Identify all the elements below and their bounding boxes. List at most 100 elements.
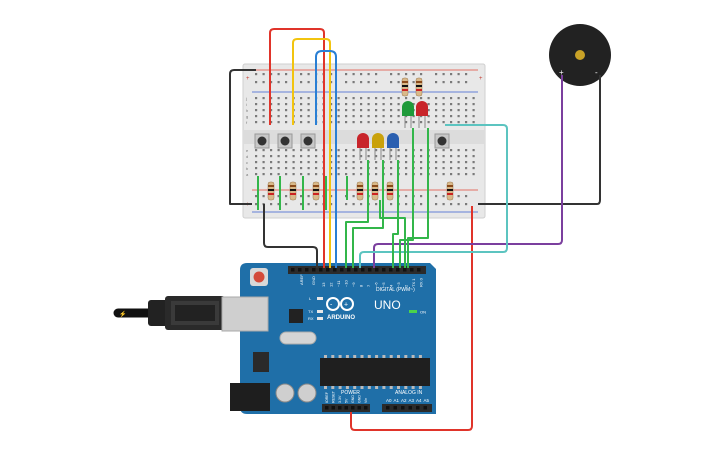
breadboard-hole (330, 195, 333, 198)
breadboard-hole (457, 109, 460, 112)
on-led: ON (409, 310, 426, 315)
breadboard-hole (465, 115, 468, 118)
breadboard-hole (465, 121, 468, 124)
breadboard-hole (315, 155, 318, 158)
analog-pin-label: A5 (424, 398, 430, 403)
breadboard-hole (390, 149, 393, 152)
breadboard-hole (435, 149, 438, 152)
atmega-chip-pins (324, 355, 422, 389)
breadboard-hole (285, 203, 288, 206)
breadboard-hole (270, 149, 273, 152)
breadboard-hole (435, 161, 438, 164)
reset-button[interactable] (253, 271, 265, 283)
resistor-8 (401, 77, 409, 97)
breadboard-hole (375, 167, 378, 170)
breadboard-hole (390, 203, 393, 206)
header-hole (416, 406, 420, 410)
header-hole (375, 268, 379, 272)
breadboard-hole (270, 203, 273, 206)
header-hole (403, 268, 407, 272)
breadboard-row-letter: i (246, 102, 247, 107)
chip-pin (331, 386, 335, 389)
breadboard-hole (307, 173, 310, 176)
breadboard-hole (450, 115, 453, 118)
wire-black-gnd-arduino (263, 204, 318, 268)
chip-pin (397, 355, 400, 358)
breadboard-hole (412, 115, 415, 118)
power-pin-label: GND (351, 395, 355, 403)
breadboard-hole (277, 97, 280, 100)
breadboard-hole (397, 97, 400, 100)
breadboard-hole (465, 203, 468, 206)
breadboard-hole (337, 167, 340, 170)
header-hole (338, 406, 342, 410)
led-red-2 (416, 101, 428, 128)
breadboard-hole (285, 173, 288, 176)
digital-pin-label: 8 (359, 284, 364, 287)
breadboard-hole (352, 149, 355, 152)
breadboard-hole (285, 81, 288, 84)
header-hole (351, 406, 355, 410)
breadboard-hole (315, 167, 318, 170)
breadboard-hole (360, 73, 363, 76)
breadboard-hole (345, 109, 348, 112)
breadboard-hole (472, 109, 475, 112)
breadboard-hole (255, 73, 258, 76)
chip-pin (375, 355, 379, 358)
header-hole (396, 268, 400, 272)
breadboard-hole (352, 173, 355, 176)
breadboard-hole (360, 149, 363, 152)
chip-pin (382, 386, 386, 389)
buzzer-center (575, 50, 585, 60)
usb-chip (289, 309, 303, 323)
breadboard-hole (352, 103, 355, 106)
chip-pin (411, 386, 415, 389)
breadboard-hole (367, 155, 370, 158)
breadboard-hole (397, 115, 400, 118)
breadboard-hole (412, 81, 415, 84)
breadboard-hole (337, 115, 340, 118)
wire-green-resistor-link (379, 200, 406, 268)
header-hole (410, 268, 414, 272)
breadboard-hole (255, 121, 258, 124)
breadboard-hole (375, 97, 378, 100)
header-hole (319, 268, 323, 272)
header-hole (326, 268, 330, 272)
breadboard-hole (367, 103, 370, 106)
resistor-7 (446, 181, 454, 201)
breadboard-hole (270, 103, 273, 106)
breadboard-hole (457, 161, 460, 164)
chip-pin (389, 386, 393, 389)
breadboard-hole (442, 103, 445, 106)
breadboard-hole (427, 97, 430, 100)
breadboard-hole (405, 149, 408, 152)
breadboard-hole (427, 109, 430, 112)
breadboard-hole (435, 195, 438, 198)
breadboard-hole (300, 155, 303, 158)
breadboard-hole (270, 161, 273, 164)
wire-blue-pin10 (315, 50, 337, 268)
digital-pin-label: ~9 (351, 282, 356, 287)
breadboard-hole (255, 161, 258, 164)
breadboard-hole (292, 155, 295, 158)
breadboard-hole (420, 173, 423, 176)
breadboard-hole (337, 149, 340, 152)
breadboard-hole (300, 121, 303, 124)
breadboard-hole (330, 103, 333, 106)
breadboard-hole (397, 103, 400, 106)
breadboard-hole (345, 149, 348, 152)
resistor-5 (371, 181, 379, 201)
breadboard-hole (457, 149, 460, 152)
breadboard-hole (375, 149, 378, 152)
header-hole (364, 406, 368, 410)
breadboard-hole (442, 121, 445, 124)
wire-black-buzzer-gnd (478, 75, 601, 205)
breadboard-hole (435, 121, 438, 124)
capacitor-2 (297, 383, 317, 403)
breadboard-hole (390, 115, 393, 118)
power-pin-label: 3.3V (338, 395, 342, 403)
breadboard-hole (450, 203, 453, 206)
breadboard-hole (412, 97, 415, 100)
header-hole (312, 268, 316, 272)
